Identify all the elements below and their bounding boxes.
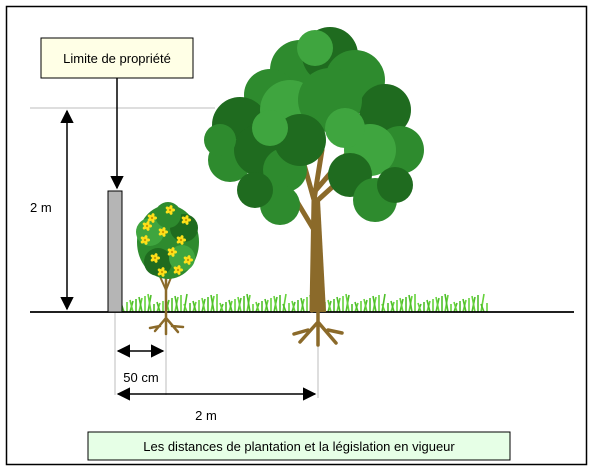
grass-blade xyxy=(147,293,152,313)
grass-blade xyxy=(192,300,197,313)
grass-blade xyxy=(399,297,404,313)
foliage-blob xyxy=(297,30,333,66)
boundary-post xyxy=(107,190,123,313)
shrub-flowers xyxy=(140,205,194,277)
grass-blade xyxy=(210,294,215,313)
flower-icon xyxy=(147,213,158,223)
flower-icon xyxy=(176,235,187,245)
grass-blade xyxy=(300,297,305,313)
flower-icon xyxy=(150,253,161,263)
flower-icon xyxy=(158,227,169,237)
flower-icon xyxy=(181,215,192,225)
flower-icon xyxy=(167,247,178,257)
tree-canopy xyxy=(204,27,424,225)
foliage-blob xyxy=(204,124,236,156)
tree-distance-label: 2 m xyxy=(195,408,217,423)
grass-blade xyxy=(327,299,332,313)
property-limit-box xyxy=(40,37,194,79)
flower-icon xyxy=(157,267,168,277)
foliage-blob xyxy=(359,84,411,136)
grass-blade xyxy=(480,293,485,313)
grass-blade xyxy=(183,293,188,313)
grass-blade xyxy=(381,293,386,313)
grass-blade xyxy=(363,298,368,313)
grass-blade xyxy=(471,295,476,313)
grass-blade xyxy=(408,294,413,313)
grass-blade xyxy=(390,300,395,313)
grass-blade xyxy=(435,296,440,313)
property-limit-label: Limite de propriété xyxy=(63,51,171,66)
grass-blade xyxy=(273,295,278,313)
grass-blade xyxy=(282,293,287,313)
height-label: 2 m xyxy=(30,200,52,215)
grass-blade xyxy=(336,296,341,313)
caption-text: Les distances de plantation et la législ… xyxy=(143,439,455,454)
flower-icon xyxy=(173,265,184,275)
shrub-distance-label: 50 cm xyxy=(123,370,158,385)
grass-blade xyxy=(462,298,467,313)
grass-blade xyxy=(174,295,179,313)
grass-blade xyxy=(345,293,350,313)
grass-blade xyxy=(228,299,233,313)
foliage-blob xyxy=(325,108,365,148)
flower-icon xyxy=(165,205,176,215)
foliage-blob xyxy=(252,110,288,146)
flower-icon xyxy=(142,221,153,231)
grass-blade xyxy=(444,293,449,313)
foliage-blob xyxy=(237,172,273,208)
tree xyxy=(204,27,424,347)
flower-icon xyxy=(140,235,151,245)
grass-blade xyxy=(372,295,377,313)
flower-icon xyxy=(183,255,194,265)
grass-blade xyxy=(201,297,206,313)
grass-blade xyxy=(129,299,134,313)
grass-blade xyxy=(138,296,143,313)
flowering-shrub xyxy=(136,202,199,336)
grass-blade xyxy=(426,299,431,313)
grass-blade xyxy=(246,293,251,313)
caption-box xyxy=(87,431,511,461)
foliage-blob xyxy=(377,167,413,203)
grass-blade xyxy=(237,296,242,313)
grass-blade xyxy=(264,298,269,313)
grass-blade xyxy=(291,300,296,313)
